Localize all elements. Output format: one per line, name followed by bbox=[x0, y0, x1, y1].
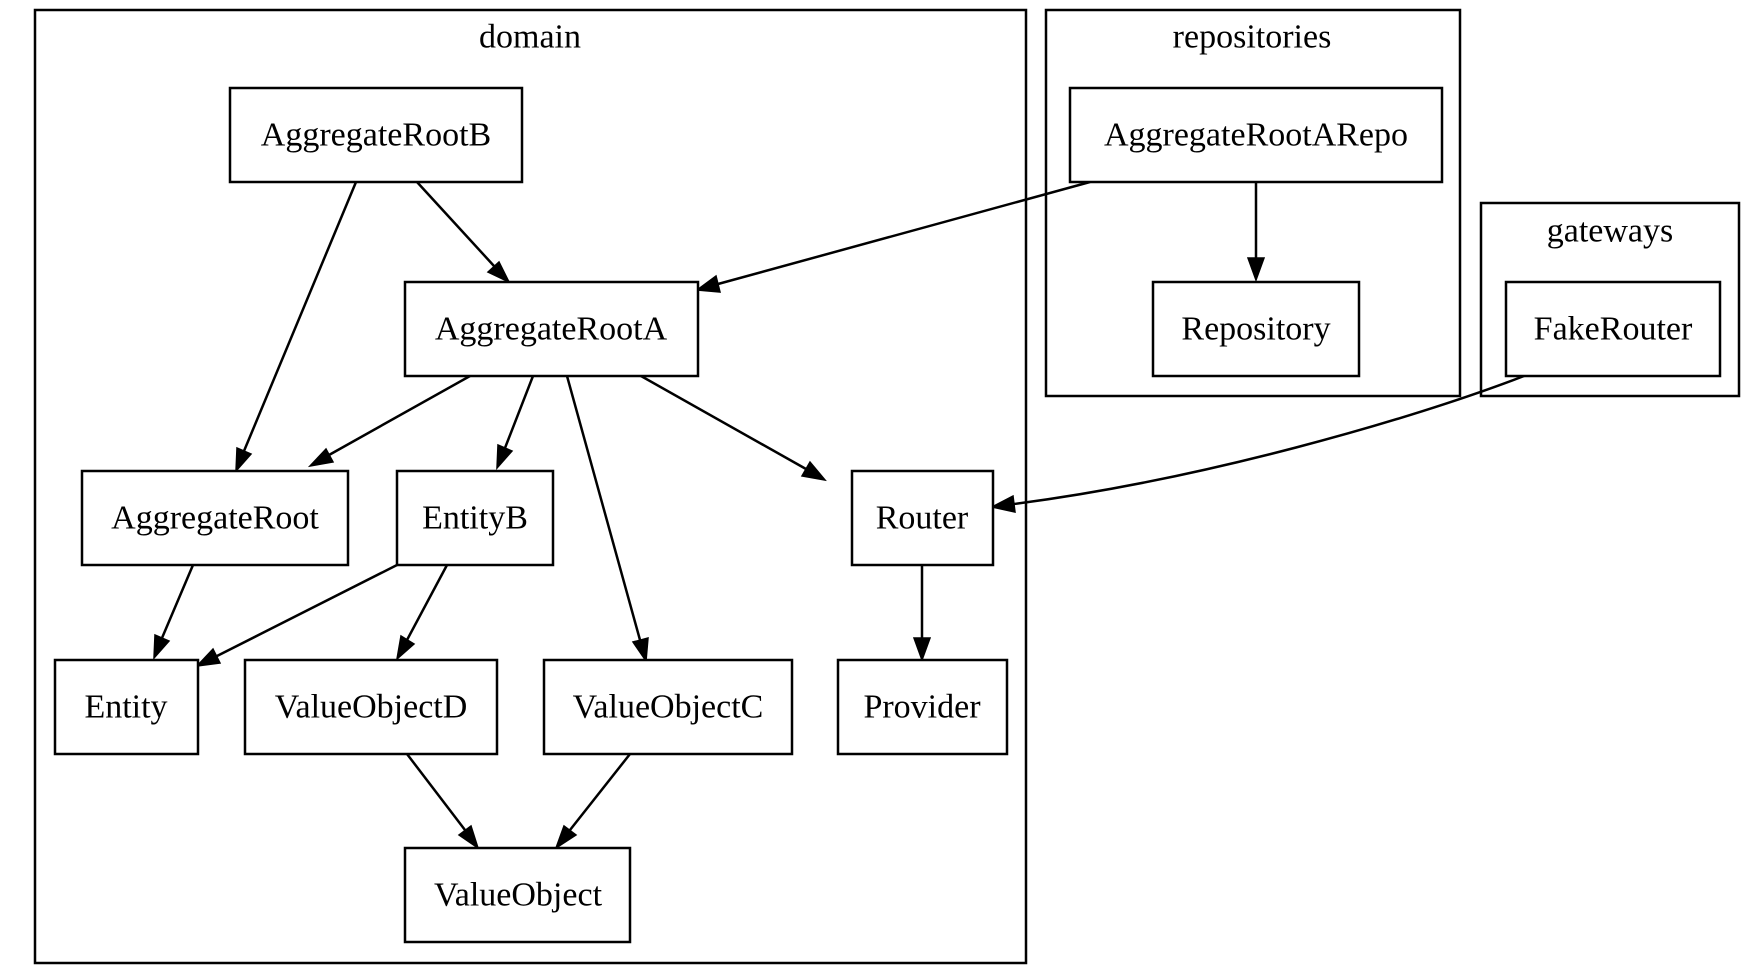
cluster-domain: domain bbox=[33, 8, 1028, 965]
node-valueobjectd[interactable]: ValueObjectD bbox=[243, 658, 499, 756]
node-aggregaterootb-label: AggregateRootB bbox=[261, 117, 491, 154]
node-aggregaterootarepo[interactable]: AggregateRootARepo bbox=[1068, 86, 1444, 184]
node-repository[interactable]: Repository bbox=[1151, 280, 1361, 378]
edge-entityb-entity bbox=[195, 563, 398, 668]
node-provider[interactable]: Provider bbox=[836, 658, 1009, 756]
node-valueobjectc-label: ValueObjectC bbox=[573, 689, 764, 726]
edge-aggregaterootarepo-aggregaterootA bbox=[694, 180, 1091, 293]
cluster-gateways-label: gateways bbox=[1547, 213, 1674, 250]
node-aggregaterootarepo-label: AggregateRootARepo bbox=[1104, 117, 1408, 154]
edge-fakerouter-router bbox=[989, 374, 1525, 513]
node-aggregaterootA-label: AggregateRootA bbox=[435, 311, 668, 348]
edge-valueobjectc-valueobject bbox=[554, 753, 631, 850]
edge-aggregaterootarepo-repository bbox=[1246, 182, 1266, 283]
edge-aggregateroot-entity bbox=[153, 564, 195, 661]
cluster-repositories: repositories bbox=[1044, 8, 1462, 398]
node-valueobject-label: ValueObject bbox=[434, 877, 603, 914]
node-valueobject[interactable]: ValueObject bbox=[403, 846, 632, 944]
node-valueobjectc[interactable]: ValueObjectC bbox=[542, 658, 794, 756]
node-entityb[interactable]: EntityB bbox=[395, 469, 555, 567]
edges bbox=[153, 180, 1525, 850]
edge-aggregaterootA-valueobjectc bbox=[565, 375, 649, 664]
node-repository-label: Repository bbox=[1181, 311, 1330, 348]
node-aggregaterootA[interactable]: AggregateRootA bbox=[403, 280, 700, 378]
cluster-repositories-label: repositories bbox=[1173, 19, 1332, 56]
node-entity-label: Entity bbox=[84, 689, 167, 726]
node-entityb-label: EntityB bbox=[422, 500, 528, 537]
node-valueobjectd-label: ValueObjectD bbox=[275, 689, 468, 726]
node-fakerouter-label: FakeRouter bbox=[1534, 311, 1693, 348]
edge-entityb-valueobjectd bbox=[395, 564, 449, 661]
edge-valueobjectd-valueobject bbox=[406, 753, 480, 850]
cluster-gateways: gateways bbox=[1479, 201, 1741, 398]
edge-aggregaterootb-aggregateroot bbox=[235, 181, 358, 474]
node-fakerouter[interactable]: FakeRouter bbox=[1504, 280, 1722, 378]
node-router[interactable]: Router bbox=[850, 469, 995, 567]
edge-aggregaterootb-aggregaterootA bbox=[416, 181, 511, 284]
node-aggregateroot[interactable]: AggregateRoot bbox=[80, 469, 350, 567]
edge-aggregaterootA-entityb bbox=[496, 375, 535, 471]
node-aggregaterootb[interactable]: AggregateRootB bbox=[228, 86, 524, 184]
node-entity[interactable]: Entity bbox=[53, 658, 200, 756]
node-provider-label: Provider bbox=[863, 689, 981, 726]
edge-aggregaterootA-router bbox=[640, 374, 827, 482]
node-router-label: Router bbox=[876, 500, 969, 537]
cluster-domain-label: domain bbox=[479, 19, 581, 56]
node-aggregateroot-label: AggregateRoot bbox=[111, 500, 319, 537]
edge-aggregaterootA-aggregateroot bbox=[307, 374, 471, 468]
edge-router-provider bbox=[912, 565, 932, 663]
